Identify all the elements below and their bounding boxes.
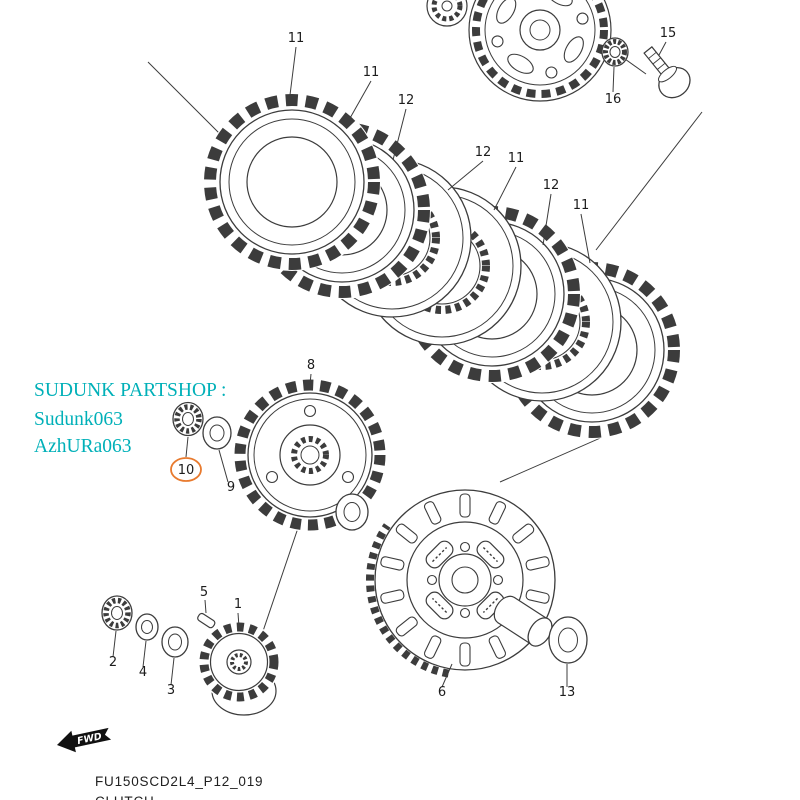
fwd-label: FWD: [76, 731, 103, 747]
input-shaft-end: [426, 0, 468, 27]
part-callout-11: 11: [288, 31, 305, 46]
lock-washer-16: [601, 37, 629, 67]
callout-leader-line: [185, 436, 189, 458]
bolt-15: [643, 46, 691, 99]
callout-leader-line: [112, 630, 117, 658]
clutch-sleeve-hub: [233, 378, 387, 532]
diagram-section: CLUTCH: [95, 794, 155, 800]
callout-leader-line: [204, 599, 207, 614]
callout-leader-line: [142, 640, 147, 668]
clutch-plate-stack: [203, 93, 681, 439]
basket-finger-slots: [380, 493, 550, 667]
part-callout-6: 6: [438, 685, 446, 700]
axis-line: [147, 61, 227, 141]
fwd-arrow-icon: FWD: [57, 727, 112, 753]
callout-leader-line: [309, 373, 312, 385]
friction-plate: [203, 93, 381, 271]
washer-9: [202, 416, 232, 450]
part-callout-11: 11: [508, 151, 525, 166]
callout-leader-line: [612, 66, 615, 93]
watermark: SUDUNK PARTSHOP : Sudunk063 AzhURa063: [34, 380, 226, 457]
diagram-code: FU150SCD2L4_P12_019: [95, 774, 263, 789]
part-callout-16: 16: [605, 92, 622, 107]
part-callout-4: 4: [139, 665, 147, 680]
part-callout-15: 15: [660, 26, 677, 41]
washer-13: [548, 616, 588, 664]
part-callout-12: 12: [398, 93, 415, 108]
clutch-basket: [366, 481, 564, 679]
callout-leader-line: [447, 160, 484, 191]
part-callout-1: 1: [234, 597, 242, 612]
callout-leader-line: [218, 449, 229, 483]
highlight-circle: [170, 457, 202, 482]
washer-4: [135, 613, 159, 641]
part-callout-13: 13: [559, 685, 576, 700]
part-callout-9: 9: [227, 480, 235, 495]
callout-leader-line: [170, 657, 175, 686]
nut-2: [101, 595, 133, 631]
part-callout-2: 2: [109, 655, 117, 670]
part-callout-8: 8: [307, 358, 315, 373]
lock-nut-10: [172, 401, 204, 437]
watermark-line-1: SUDUNK PARTSHOP :: [34, 380, 226, 401]
part-callout-11: 11: [363, 65, 380, 80]
callout-leader-line: [542, 193, 552, 246]
part-callout-5: 5: [200, 585, 208, 600]
callout-leader-line: [237, 612, 240, 628]
part-callout-3: 3: [167, 683, 175, 698]
part-callout-11: 11: [573, 198, 590, 213]
part-callout-12: 12: [543, 178, 560, 193]
pressure-plate: [468, 0, 612, 102]
callout-leader-line: [658, 41, 667, 56]
callout-leader-line: [493, 166, 517, 211]
callout-leader-line: [289, 46, 297, 96]
watermark-line-3: AzhURa063: [34, 436, 131, 457]
basket-rivets: [426, 541, 504, 619]
key-5: [197, 612, 216, 629]
watermark-line-2: Sudunk063: [34, 409, 123, 430]
washer-3: [161, 626, 189, 658]
callout-leader-line: [580, 213, 591, 264]
primary-driven-gear-teeth: [366, 523, 450, 678]
callout-leader-line: [441, 663, 453, 688]
callout-leader-line: [344, 80, 372, 128]
callout-leader-line: [392, 108, 407, 161]
part-callout-12: 12: [475, 145, 492, 160]
axis-line: [595, 111, 703, 251]
axis-line: [259, 527, 299, 641]
thrust-washer: [335, 493, 369, 531]
spacer-sleeve: [493, 595, 553, 647]
part-callout-10: 10: [178, 463, 195, 478]
primary-drive-gear: [198, 621, 280, 716]
